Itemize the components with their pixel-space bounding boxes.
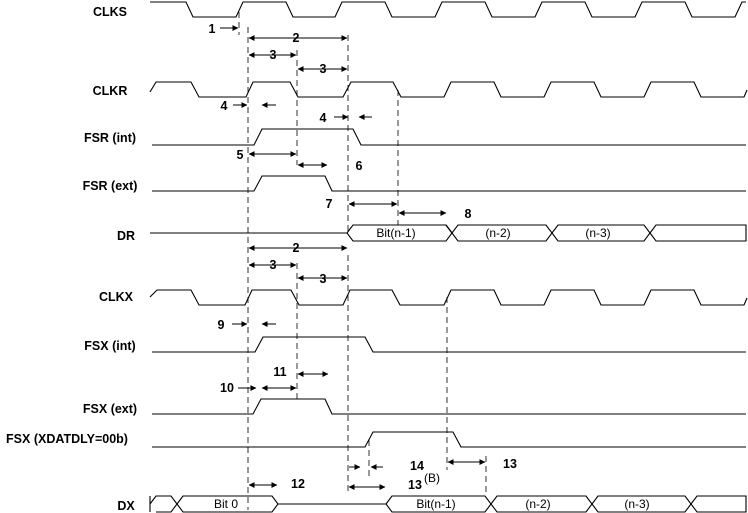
fsx-ext-waveform xyxy=(152,398,746,415)
dx-bit-n-3: (n-3) xyxy=(624,497,649,511)
reference-lines xyxy=(238,12,487,510)
param-3-a: 3 xyxy=(270,48,277,62)
param-6: 6 xyxy=(356,159,363,173)
param-7: 7 xyxy=(326,197,333,211)
dx-bit-n-1: Bit(n-1) xyxy=(416,497,455,511)
fsr-int-waveform xyxy=(152,128,746,146)
signal-label-clks: CLKS xyxy=(93,5,127,19)
param-5: 5 xyxy=(237,148,244,162)
dr-bit-n-2: (n-2) xyxy=(485,226,510,240)
clks-waveform xyxy=(150,1,746,18)
param-1: 1 xyxy=(209,22,216,36)
signal-label-fsx-ext: FSX (ext) xyxy=(83,402,137,416)
param-14: 14 xyxy=(410,459,424,473)
signal-label-dr: DR xyxy=(117,229,135,243)
clkr-waveform xyxy=(149,81,748,98)
param-10: 10 xyxy=(220,381,234,395)
param-13-b-superscript: (B) xyxy=(424,471,440,485)
param-9: 9 xyxy=(218,318,225,332)
signal-label-clkx: CLKX xyxy=(99,290,134,304)
param-3-c: 3 xyxy=(270,258,277,272)
signal-label-fsx-int: FSX (int) xyxy=(84,339,135,353)
dr-bit-n-1: Bit(n-1) xyxy=(376,226,415,240)
dx-bit-0: Bit 0 xyxy=(214,497,238,511)
clkx-waveform xyxy=(149,289,748,306)
param-4-a: 4 xyxy=(221,99,228,113)
fsr-ext-waveform xyxy=(152,175,746,192)
signal-label-fsr-int: FSR (int) xyxy=(84,131,136,145)
param-4-b: 4 xyxy=(320,111,327,125)
fsx-int-waveform xyxy=(152,336,746,353)
param-11: 11 xyxy=(273,365,286,379)
signal-label-fsx-xdatdly: FSX (XDATDLY=00b) xyxy=(6,432,128,446)
param-13-a: 13 xyxy=(503,457,517,471)
param-2-top: 2 xyxy=(293,31,300,45)
dr-bus xyxy=(150,224,747,242)
fsx-xdatdly-waveform xyxy=(152,431,746,448)
param-3-d: 3 xyxy=(320,272,327,286)
param-2-mid: 2 xyxy=(293,241,300,255)
signal-label-clkr: CLKR xyxy=(93,84,128,98)
signal-label-dx: DX xyxy=(117,499,135,513)
signal-label-fsr-ext: FSR (ext) xyxy=(83,179,138,193)
param-8: 8 xyxy=(465,207,472,221)
param-12: 12 xyxy=(291,477,305,491)
dx-bit-n-2: (n-2) xyxy=(525,497,550,511)
param-13-b: 13 xyxy=(408,478,422,492)
param-3-b: 3 xyxy=(320,62,327,76)
dr-bit-n-3: (n-3) xyxy=(585,226,610,240)
timing-arrows xyxy=(220,25,486,490)
dx-bus xyxy=(149,495,747,513)
